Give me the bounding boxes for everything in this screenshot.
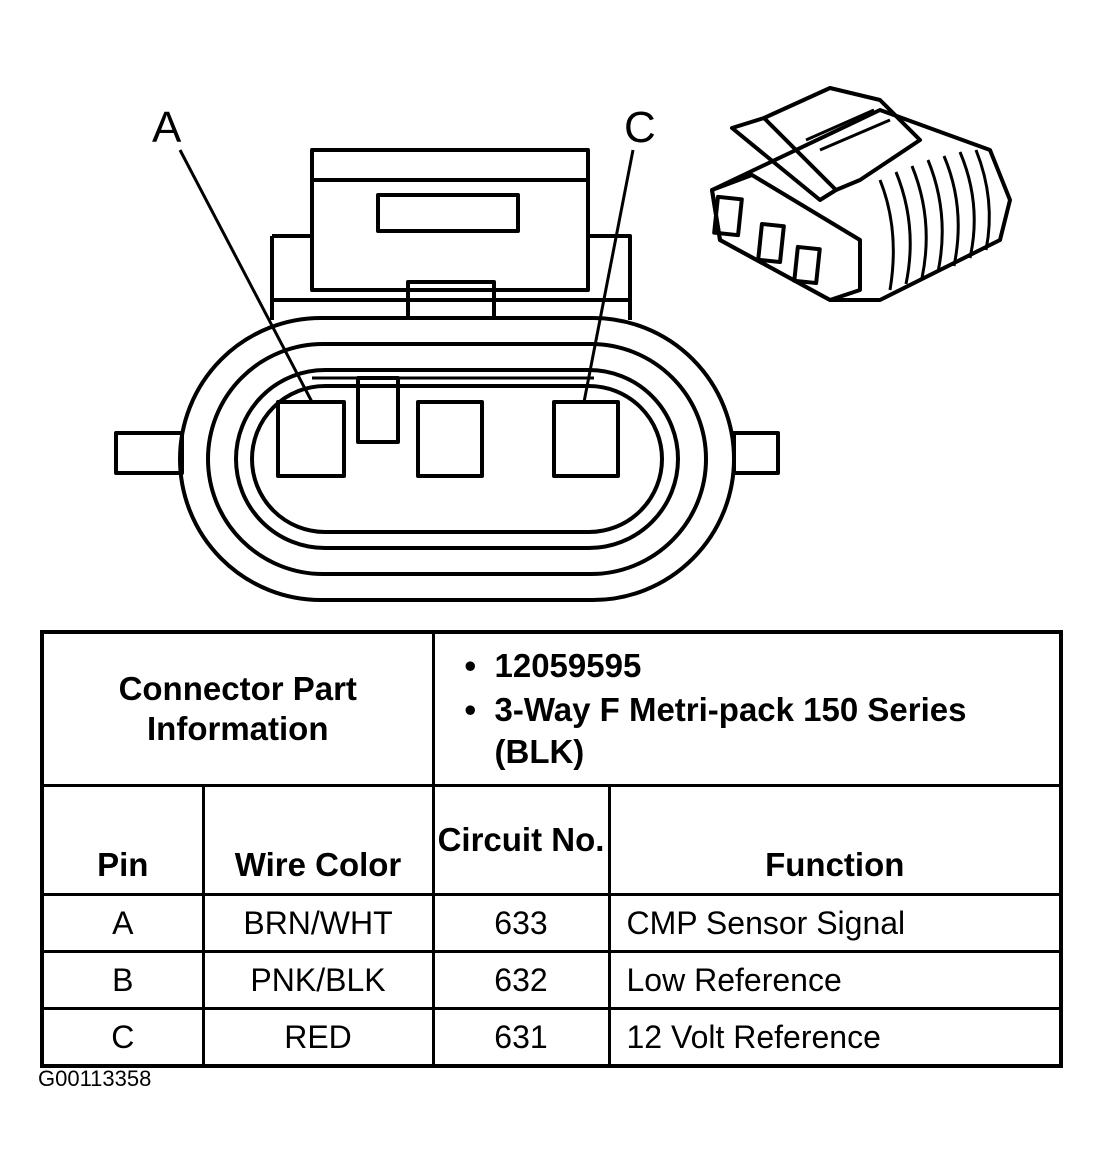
connector-pinout-table: Connector Part Information 12059595 3-Wa… [40, 630, 1063, 1068]
connector-type: 3-Way F Metri-pack 150 Series (BLK) [453, 689, 1060, 773]
leader-line-a [178, 149, 314, 403]
terminal-b [416, 400, 484, 478]
cell-circuit: 633 [431, 893, 611, 953]
connector-lock-housing [270, 148, 632, 320]
terminal-a [276, 400, 346, 478]
connector-info-label: Connector Part Information [40, 630, 435, 787]
connector-inner-shell [234, 368, 680, 550]
cell-circuit: 631 [431, 1007, 611, 1068]
part-number: 12059595 [453, 645, 1060, 687]
cell-circuit: 632 [431, 950, 611, 1010]
figure-id: G00113358 [38, 1066, 152, 1091]
pin-label-a: A [152, 103, 182, 152]
connector-info-values: 12059595 3-Way F Metri-pack 150 Series (… [431, 630, 1063, 787]
cell-pin: B [40, 950, 205, 1010]
cell-pin: A [40, 893, 205, 953]
table-header-row: Pin Wire Color Circuit No. Function [40, 784, 1063, 896]
cell-function: 12 Volt Reference [607, 1007, 1063, 1068]
header-pin: Pin [40, 784, 205, 896]
cell-pin: C [40, 1007, 205, 1068]
header-function: Function [607, 784, 1063, 896]
connector-isometric-view [710, 86, 1012, 302]
cell-wire-color: PNK/BLK [201, 950, 435, 1010]
table-row: C RED 631 12 Volt Reference [40, 1007, 1063, 1068]
terminal-c [552, 400, 620, 478]
header-circuit-no: Circuit No. [431, 784, 611, 896]
key-tab [356, 376, 400, 444]
connector-info-row: Connector Part Information 12059595 3-Wa… [40, 630, 1063, 787]
table-row: B PNK/BLK 632 Low Reference [40, 950, 1063, 1010]
cell-wire-color: RED [201, 1007, 435, 1068]
cell-function: Low Reference [607, 950, 1063, 1010]
cell-function: CMP Sensor Signal [607, 893, 1063, 953]
leader-line-c [582, 149, 635, 403]
connector-outer-shell [178, 316, 736, 602]
cell-wire-color: BRN/WHT [201, 893, 435, 953]
connector-cavity [250, 384, 664, 534]
connector-face-diagram: A C [114, 86, 1012, 602]
right-mount-tab [732, 431, 780, 475]
pin-label-c: C [624, 103, 656, 152]
connector-mid-shell [206, 342, 708, 576]
table-row: A BRN/WHT 633 CMP Sensor Signal [40, 893, 1063, 953]
header-wire-color: Wire Color [201, 784, 435, 896]
left-mount-tab [114, 431, 184, 475]
